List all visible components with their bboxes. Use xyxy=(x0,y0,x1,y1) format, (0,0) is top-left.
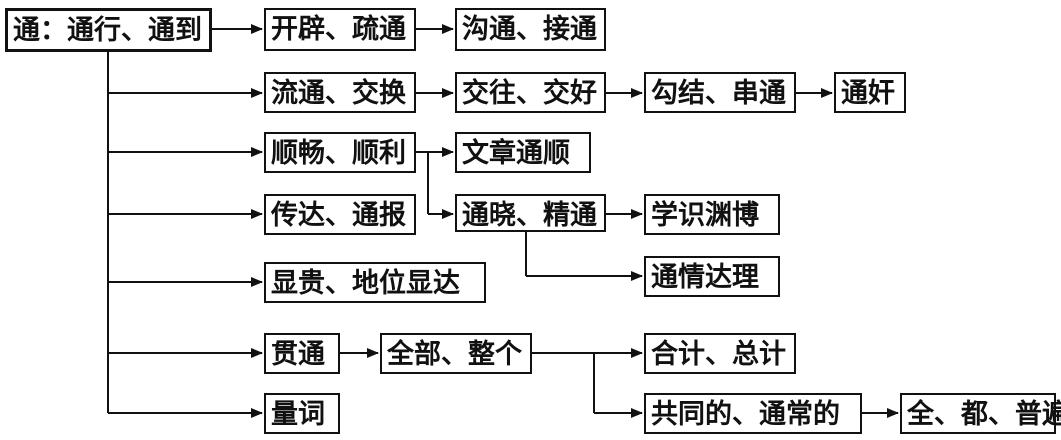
node-guantong: 贯通 xyxy=(264,333,340,374)
node-xueshi: 学识渊博 xyxy=(644,194,780,235)
node-wenzhang: 文章通顺 xyxy=(455,132,591,173)
node-kaipi: 开辟、疏通 xyxy=(264,8,416,51)
node-chuanda: 传达、通报 xyxy=(264,194,416,235)
node-heji: 合计、总计 xyxy=(644,333,796,374)
node-root: 通：通行、通到 xyxy=(5,8,212,52)
node-tongqing: 通情达理 xyxy=(644,256,780,297)
node-gongtong: 共同的、通常的 xyxy=(644,393,862,434)
node-goutong: 沟通、接通 xyxy=(455,8,606,51)
node-xiangui: 显贵、地位显达 xyxy=(264,262,486,303)
node-goujie: 勾结、串通 xyxy=(644,72,796,113)
node-jiaowang: 交往、交好 xyxy=(455,72,606,113)
node-shunchang: 顺畅、顺利 xyxy=(264,132,416,173)
node-liangci: 量词 xyxy=(264,393,340,434)
node-quandou: 全、都、普遍 xyxy=(900,393,1061,434)
node-quanbu: 全部、整个 xyxy=(380,333,532,374)
node-tongxiao: 通晓、精通 xyxy=(455,194,606,232)
node-tongjian: 通奸 xyxy=(834,72,906,113)
node-liutong: 流通、交换 xyxy=(264,72,416,113)
